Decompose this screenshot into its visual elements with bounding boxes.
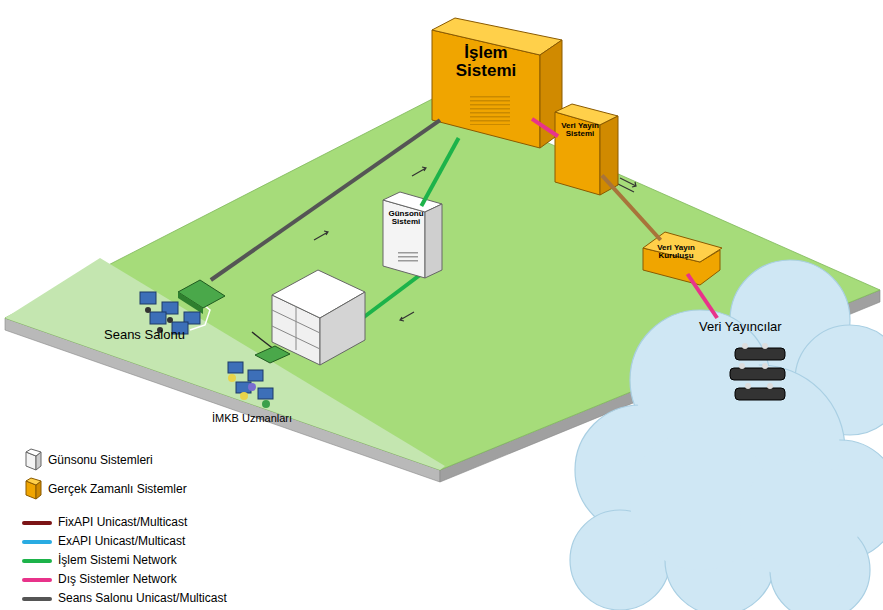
legend-text: Günsonu Sistemleri <box>48 453 153 467</box>
legend-text: ExAPI Unicast/Multicast <box>58 534 185 548</box>
node-label: Veri Yayın Kuruluşu <box>652 244 700 261</box>
legend-swatch <box>22 559 52 563</box>
legend-swatch <box>22 578 52 582</box>
legend-text: Dış Sistemler Network <box>58 572 177 586</box>
legend-text: Seans Salonu Unicast/Multicast <box>58 591 227 605</box>
node-label: Günsonu Sistemi <box>388 210 424 227</box>
node-label: İşlem Sistemi <box>444 44 528 80</box>
legend-swatch <box>22 540 52 544</box>
node-label: İMKB Uzmanları <box>212 413 292 425</box>
legend-text: İşlem Sistemi Network <box>58 553 177 567</box>
node-label: Seans Salonu <box>104 328 185 342</box>
network-link <box>421 138 458 206</box>
legend-swatch <box>22 597 52 601</box>
system-node: İşlem Sistemi <box>440 38 532 138</box>
system-node: Seans Salonu <box>100 280 230 344</box>
node-label: Veri Yayıncılar <box>699 320 782 334</box>
legend-swatch <box>22 521 52 525</box>
network-link <box>687 274 717 318</box>
network-link <box>532 119 558 136</box>
network-link <box>211 120 440 280</box>
system-node: İMKB Uzmanları <box>210 343 300 427</box>
network-link <box>602 175 661 240</box>
legend-text: Gerçek Zamanlı Sistemler <box>48 482 187 496</box>
node-label: Veri Yayın Sistemi <box>560 122 600 139</box>
system-node: Veri Yayın Sistemi <box>558 116 602 186</box>
system-node: Günsonu Sistemi <box>386 206 426 262</box>
system-node: Veri Yayın Kuruluşu <box>650 240 702 274</box>
system-node: Veri Yayıncılar <box>695 318 800 408</box>
legend-text: FixAPI Unicast/Multicast <box>58 515 187 529</box>
